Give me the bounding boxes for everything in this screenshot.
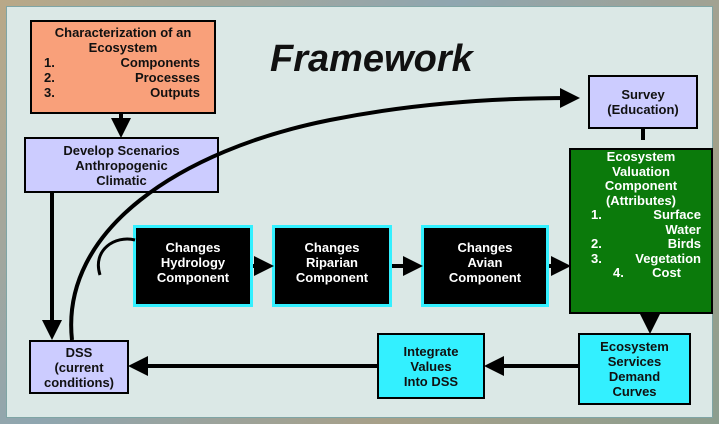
characterization-item: 3. Outputs xyxy=(44,85,200,100)
characterization-heading: Characterization of an Ecosystem xyxy=(54,25,192,55)
scenarios-box: Develop Scenarios Anthropogenic Climatic xyxy=(24,137,219,193)
arrow-hook xyxy=(96,237,136,276)
characterization-item: 2. Processes xyxy=(44,70,200,85)
characterization-item: 1. Components xyxy=(44,55,200,70)
changes-hydrology-box: Changes Hydrology Component xyxy=(133,225,253,307)
services-box: Ecosystem Services Demand Curves xyxy=(578,333,691,405)
dss-box: DSS (current conditions) xyxy=(29,340,129,394)
changes-avian-box: Changes Avian Component xyxy=(421,225,549,307)
survey-box: Survey (Education) xyxy=(588,75,698,129)
valuation-heading: Ecosystem Valuation Component (Attribute… xyxy=(604,149,678,208)
integrate-box: Integrate Values Into DSS xyxy=(377,333,485,399)
diagram-title: Framework xyxy=(270,38,473,80)
arrow-dss-to-survey xyxy=(69,88,580,341)
valuation-box: Ecosystem Valuation Component (Attribute… xyxy=(569,148,713,314)
changes-riparian-box: Changes Riparian Component xyxy=(272,225,392,307)
characterization-box: Characterization of an Ecosystem 1. Comp… xyxy=(30,20,216,114)
